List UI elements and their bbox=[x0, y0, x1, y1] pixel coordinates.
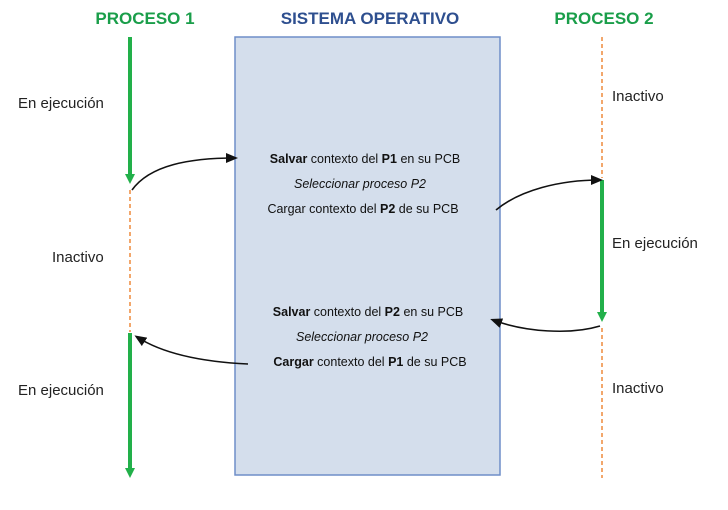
header-operating-system: SISTEMA OPERATIVO bbox=[281, 9, 460, 28]
os-step-load-p1: Cargar contexto del P1 de su PCB bbox=[273, 355, 466, 369]
arrow-p2-to-os bbox=[490, 318, 601, 333]
os-box bbox=[234, 36, 501, 476]
os-step-select-p2-1: Seleccionar proceso P2 bbox=[294, 177, 426, 191]
p2-state-inactive-2: Inactivo bbox=[612, 380, 664, 397]
os-step-load-p2: Cargar contexto del P2 de su PCB bbox=[267, 202, 458, 216]
p2-state-inactive-1: Inactivo bbox=[612, 88, 664, 105]
os-step-save-p1: Salvar contexto del P1 en su PCB bbox=[270, 152, 460, 166]
arrow-os-to-p2 bbox=[495, 175, 603, 211]
os-step-select-p2-2: Seleccionar proceso P2 bbox=[296, 330, 428, 344]
os-step-save-p2: Salvar contexto del P2 en su PCB bbox=[273, 305, 463, 319]
p1-state-inactive: Inactivo bbox=[52, 249, 104, 266]
header-process-2: PROCESO 2 bbox=[554, 9, 653, 28]
arrow-os-to-p1 bbox=[134, 335, 249, 365]
arrow-p1-to-os bbox=[131, 153, 238, 191]
p1-state-running-1: En ejecución bbox=[18, 95, 104, 112]
p2-state-running: En ejecución bbox=[612, 235, 698, 252]
header-process-1: PROCESO 1 bbox=[95, 9, 194, 28]
p1-state-running-2: En ejecución bbox=[18, 382, 104, 399]
